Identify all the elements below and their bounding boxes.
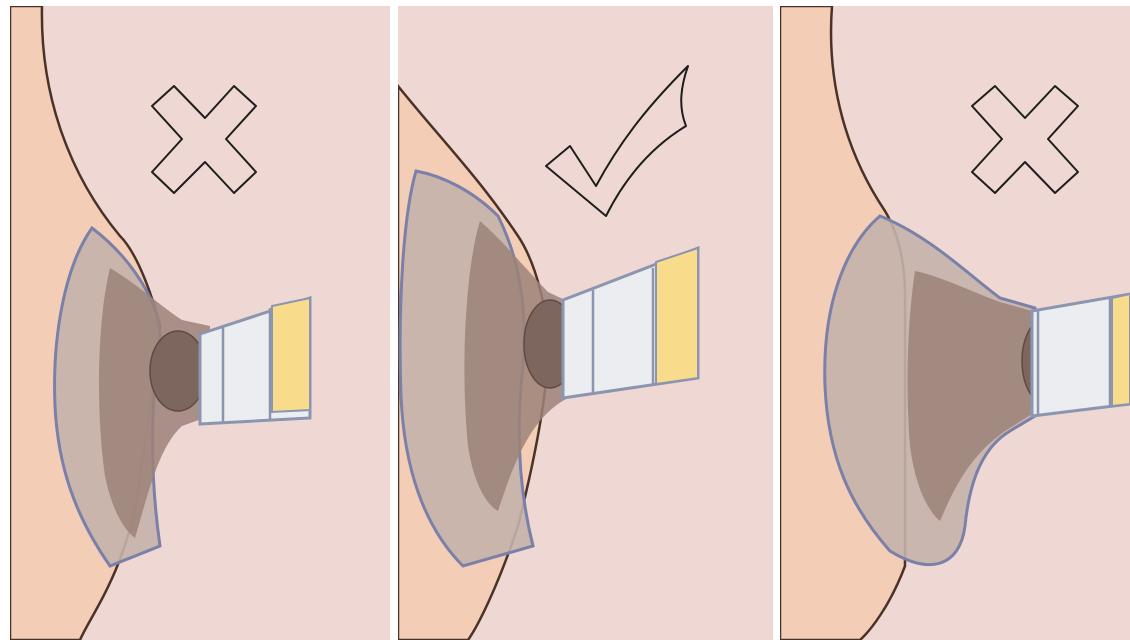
panel-too-small-illustration <box>10 6 390 640</box>
milk-container <box>1112 294 1130 406</box>
nipple <box>150 331 206 411</box>
panel-correct-fit <box>398 6 773 640</box>
panel-too-small <box>10 6 390 640</box>
panel-too-large <box>780 6 1130 640</box>
milk-container <box>272 298 310 412</box>
panel-correct-fit-illustration <box>398 6 773 640</box>
milk-container <box>656 248 698 384</box>
panel-too-large-illustration <box>780 6 1130 640</box>
